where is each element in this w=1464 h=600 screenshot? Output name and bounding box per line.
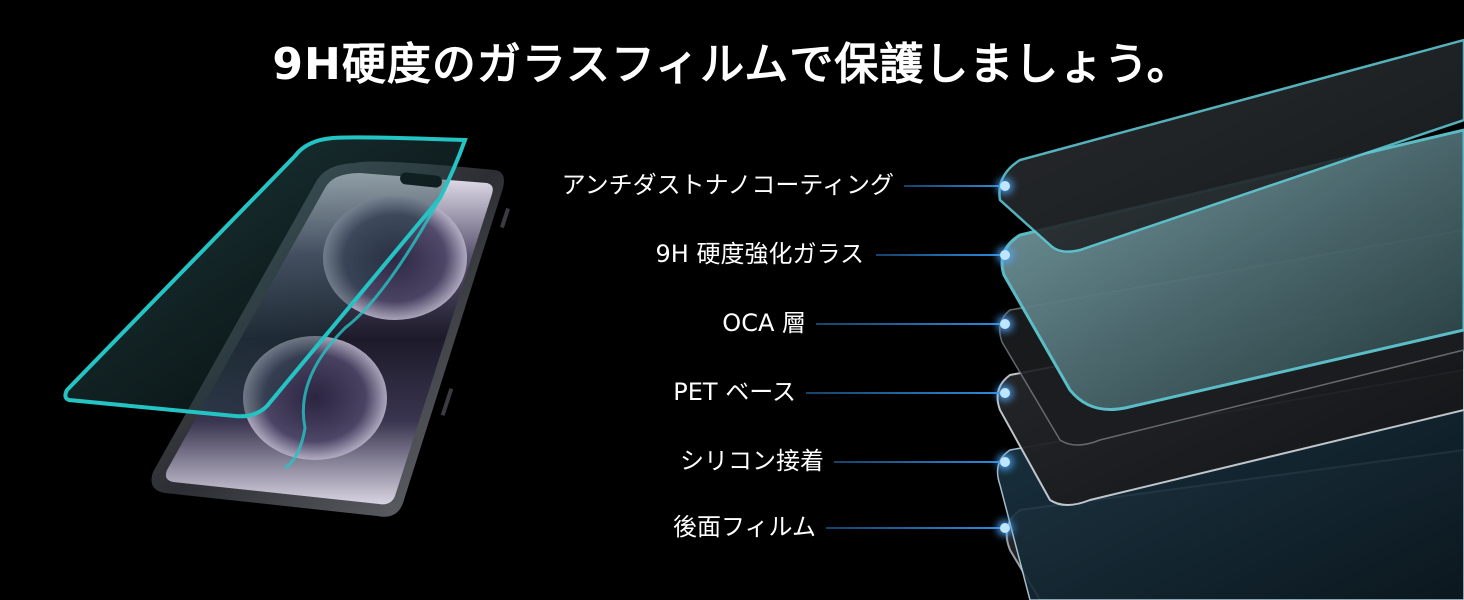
leader-line <box>834 461 1004 463</box>
layer-stack-illustration <box>996 38 1464 600</box>
headline: 9H硬度のガラスフィルムで保護しましょう。 <box>272 39 1192 90</box>
layer-label-back-film: 後面フィルム <box>672 513 816 541</box>
leader-dot <box>1000 388 1010 398</box>
layer-label-silicone-adhesive: シリコン接着 <box>680 447 824 475</box>
leader-line <box>816 323 1004 325</box>
layer-label-pet-base: PET ベース <box>673 378 796 406</box>
leader-dot <box>1000 457 1010 467</box>
leader-dot <box>1000 181 1010 191</box>
layer-label-anti-dust-coating: アンチダストナノコーティング <box>561 171 894 199</box>
layer-label-oca-layer: OCA 層 <box>722 309 806 337</box>
phone-with-screen-protector-illustration <box>63 135 510 517</box>
leader-dot <box>1000 523 1010 533</box>
leader-line <box>826 527 1004 529</box>
glass-protector <box>63 135 468 419</box>
leader-line <box>904 185 1004 187</box>
leader-line <box>806 392 1004 394</box>
leader-dot <box>1000 250 1010 260</box>
layer-label-tempered-glass: 9H 硬度強化ガラス <box>655 240 864 268</box>
leader-line <box>876 254 1004 256</box>
leader-dot <box>1000 319 1010 329</box>
